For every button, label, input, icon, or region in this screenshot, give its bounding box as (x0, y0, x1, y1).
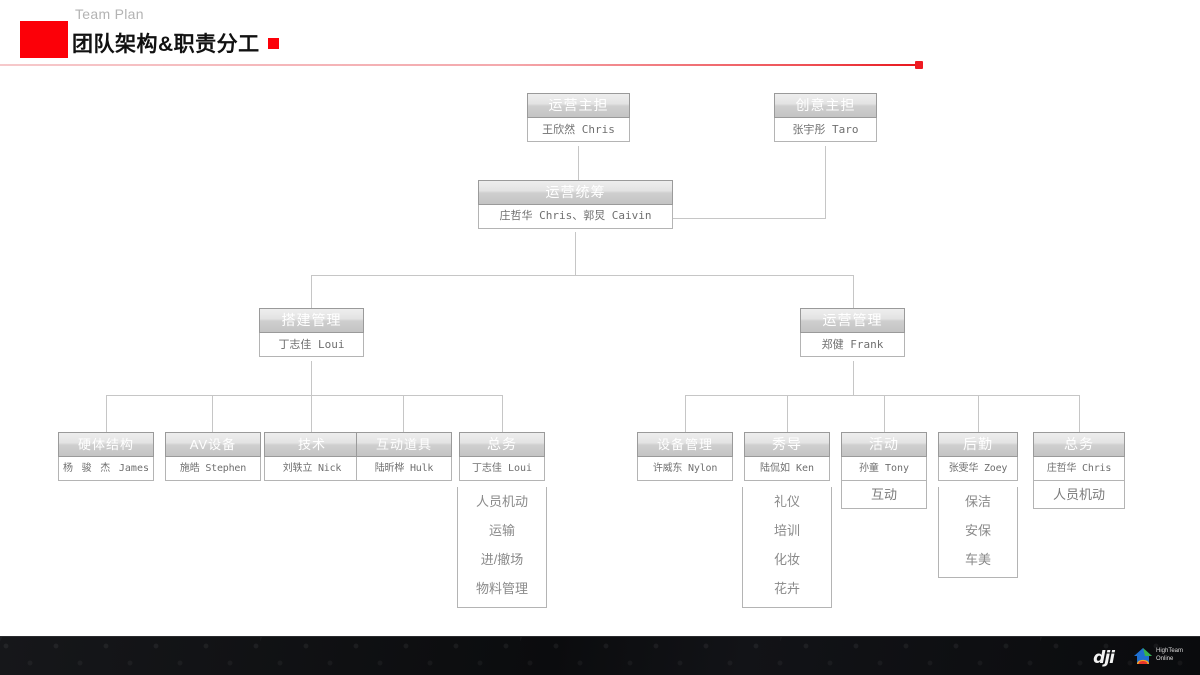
node-general-affairs-ops[interactable]: 总务 庄哲华 Chris 人员机动 (1033, 432, 1125, 509)
highteam-wordmark: HighTeam Online (1156, 647, 1194, 663)
edge-build-to-general-affairs (502, 395, 503, 432)
sublist-item[interactable]: 化妆 (773, 552, 800, 567)
node-av-equipment[interactable]: AV设备 施皓 Stephen (165, 432, 261, 481)
node-creative-lead[interactable]: 创意主担 张宇彤 Taro (774, 93, 877, 142)
slide-footer: dji HighTeam Online (0, 636, 1200, 675)
node-person: 王欣然 Chris (527, 118, 630, 142)
edge-bus-to-ops-mgmt (853, 275, 854, 308)
node-person: 郑健 Frank (800, 333, 905, 357)
edge-creative-lead-down (825, 146, 826, 218)
node-person: 丁志佳 Loui (459, 457, 545, 481)
node-technology[interactable]: 技术 刘轶立 Nick (264, 432, 360, 481)
sublist-item[interactable]: 车美 (964, 552, 991, 567)
node-title: 搭建管理 (259, 308, 364, 333)
slide-eyebrow: Team Plan (75, 6, 144, 22)
node-title: 秀导 (744, 432, 830, 457)
edge-build-to-av (212, 395, 213, 432)
sublist-item[interactable]: 进/撤场 (480, 552, 524, 567)
sublist-item-activity[interactable]: 互动 (841, 481, 927, 509)
dji-logo: dji (1093, 648, 1115, 668)
node-person: 张雯华 Zoey (938, 457, 1018, 481)
node-logistics[interactable]: 后勤 张雯华 Zoey (938, 432, 1018, 481)
edge-ops-mgmt-bus (685, 395, 1079, 396)
node-hardware-structure[interactable]: 硬体结构 杨骏杰James (58, 432, 154, 481)
highteam-logo-icon (1133, 647, 1153, 665)
node-title: 运营管理 (800, 308, 905, 333)
node-activity[interactable]: 活动 孙童 Tony 互动 (841, 432, 927, 509)
divider-end-dot-icon (915, 61, 923, 69)
node-title: AV设备 (165, 432, 261, 457)
node-general-affairs-build[interactable]: 总务 丁志佳 Loui (459, 432, 545, 481)
edge-coord-bus (311, 275, 854, 276)
sublist-item-general-affairs[interactable]: 人员机动 (1033, 481, 1125, 509)
node-ops-management[interactable]: 运营管理 郑健 Frank (800, 308, 905, 357)
node-title: 后勤 (938, 432, 1018, 457)
sublist-item[interactable]: 花卉 (773, 581, 800, 596)
node-person: 孙童 Tony (841, 457, 927, 481)
edge-ops-mgmt-down (853, 361, 854, 395)
node-ops-lead[interactable]: 运营主担 王欣然 Chris (527, 93, 630, 142)
node-person: 丁志佳 Loui (259, 333, 364, 357)
node-title: 总务 (1033, 432, 1125, 457)
sublist-item[interactable]: 安保 (964, 523, 991, 538)
node-title: 创意主担 (774, 93, 877, 118)
node-title: 运营主担 (527, 93, 630, 118)
edge-build-to-props (403, 395, 404, 432)
node-title: 活动 (841, 432, 927, 457)
sublist-general-affairs-build: 人员机动 运输 进/撤场 物料管理 (457, 487, 547, 608)
edge-bus-to-build (311, 275, 312, 308)
node-title: 硬体结构 (58, 432, 154, 457)
edge-ops-to-equip (685, 395, 686, 432)
node-person: 陆昕桦 Hulk (356, 457, 452, 481)
edge-build-to-hardware (106, 395, 107, 432)
highteam-line2: Online (1156, 656, 1174, 662)
sublist-item[interactable]: 物料管理 (475, 581, 528, 596)
edge-ops-to-general-affairs (1079, 395, 1080, 432)
node-person: 施皓 Stephen (165, 457, 261, 481)
header-divider (0, 64, 917, 66)
sublist-item[interactable]: 礼仪 (773, 494, 800, 509)
edge-ops-lead-to-coord (578, 146, 579, 186)
sublist-show-director: 礼仪 培训 化妆 花卉 (742, 487, 832, 608)
sublist-item[interactable]: 人员机动 (475, 494, 528, 509)
brand-red-block (20, 21, 68, 58)
node-person: 许威东 Nylon (637, 457, 733, 481)
edge-creative-lead-to-coord (673, 218, 826, 219)
node-title: 技术 (264, 432, 360, 457)
sublist-item[interactable]: 保洁 (964, 494, 991, 509)
node-person: 张宇彤 Taro (774, 118, 877, 142)
node-person: 陆侃如 Ken (744, 457, 830, 481)
sublist-logistics: 保洁 安保 车美 (938, 487, 1018, 578)
edge-ops-to-show-dir (787, 395, 788, 432)
node-person: 杨骏杰James (58, 457, 154, 481)
node-person-wrap: 庄哲华 Chris、郭炅 Caivin (478, 205, 673, 229)
node-title: 设备管理 (637, 432, 733, 457)
edge-ops-to-activity (884, 395, 885, 432)
edge-ops-to-logistics (978, 395, 979, 432)
node-build-management[interactable]: 搭建管理 丁志佳 Loui (259, 308, 364, 357)
node-ops-coordination[interactable]: 运营统筹 庄哲华 Chris、郭炅 Caivin (478, 180, 673, 229)
node-person: 刘轶立 Nick (264, 457, 360, 481)
node-title: 互动道具 (356, 432, 452, 457)
title-accent-square (268, 38, 279, 49)
page-title: 团队架构&职责分工 (72, 33, 260, 56)
node-title: 运营统筹 (478, 180, 673, 205)
node-show-director[interactable]: 秀导 陆侃如 Ken (744, 432, 830, 481)
node-equipment-management[interactable]: 设备管理 许威东 Nylon (637, 432, 733, 481)
node-interactive-props[interactable]: 互动道具 陆昕桦 Hulk (356, 432, 452, 481)
node-person: 庄哲华 Chris、郭炅 Caivin (499, 209, 652, 222)
node-person: 庄哲华 Chris (1033, 457, 1125, 481)
highteam-line1: HighTeam (1156, 648, 1184, 654)
edge-build-bus (106, 395, 502, 396)
sublist-item[interactable]: 运输 (488, 523, 515, 538)
edge-build-to-tech (311, 395, 312, 432)
node-title: 总务 (459, 432, 545, 457)
edge-coord-down (575, 232, 576, 275)
edge-build-down (311, 361, 312, 395)
sublist-item[interactable]: 培训 (773, 523, 800, 538)
